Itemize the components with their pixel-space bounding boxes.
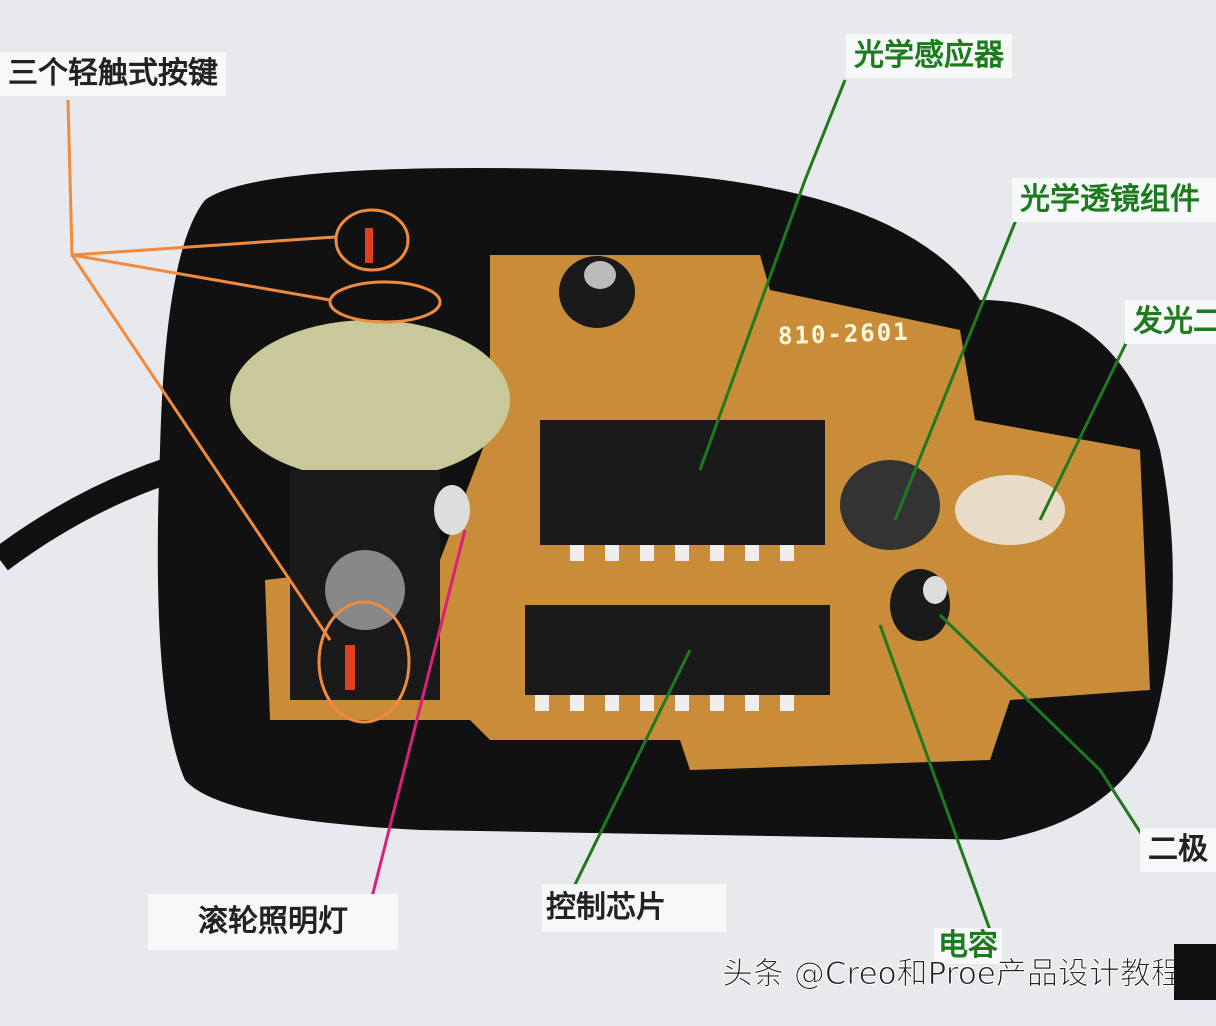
label-led: 发光二: [1125, 300, 1216, 344]
watermark: 头条 @Creo和Proe产品设计教程: [722, 956, 1183, 993]
label-optical-sensor: 光学感应器: [846, 34, 1012, 78]
cable: [0, 457, 175, 571]
button-pointers: [66, 99, 336, 641]
control-chip-ic: [525, 605, 830, 695]
scroll-wheel: [230, 320, 510, 480]
led: [955, 475, 1065, 545]
label-diode: 二极: [1140, 828, 1216, 872]
watermark-logo: [1174, 944, 1216, 1000]
wheel-light-pointer: [368, 529, 467, 906]
label-capacitor: 电容: [934, 928, 1002, 964]
pcb-marking: 810-2601: [777, 317, 911, 351]
capacitor-top: [559, 256, 635, 328]
label-lens-assembly: 光学透镜组件: [1012, 178, 1216, 222]
label-wheel-light: 滚轮照明灯: [148, 894, 398, 950]
optical-sensor-chip: [540, 420, 825, 545]
label-control-chip: 控制芯片: [542, 884, 726, 932]
lens: [840, 460, 940, 550]
label-tactile-buttons: 三个轻触式按键: [0, 52, 226, 96]
